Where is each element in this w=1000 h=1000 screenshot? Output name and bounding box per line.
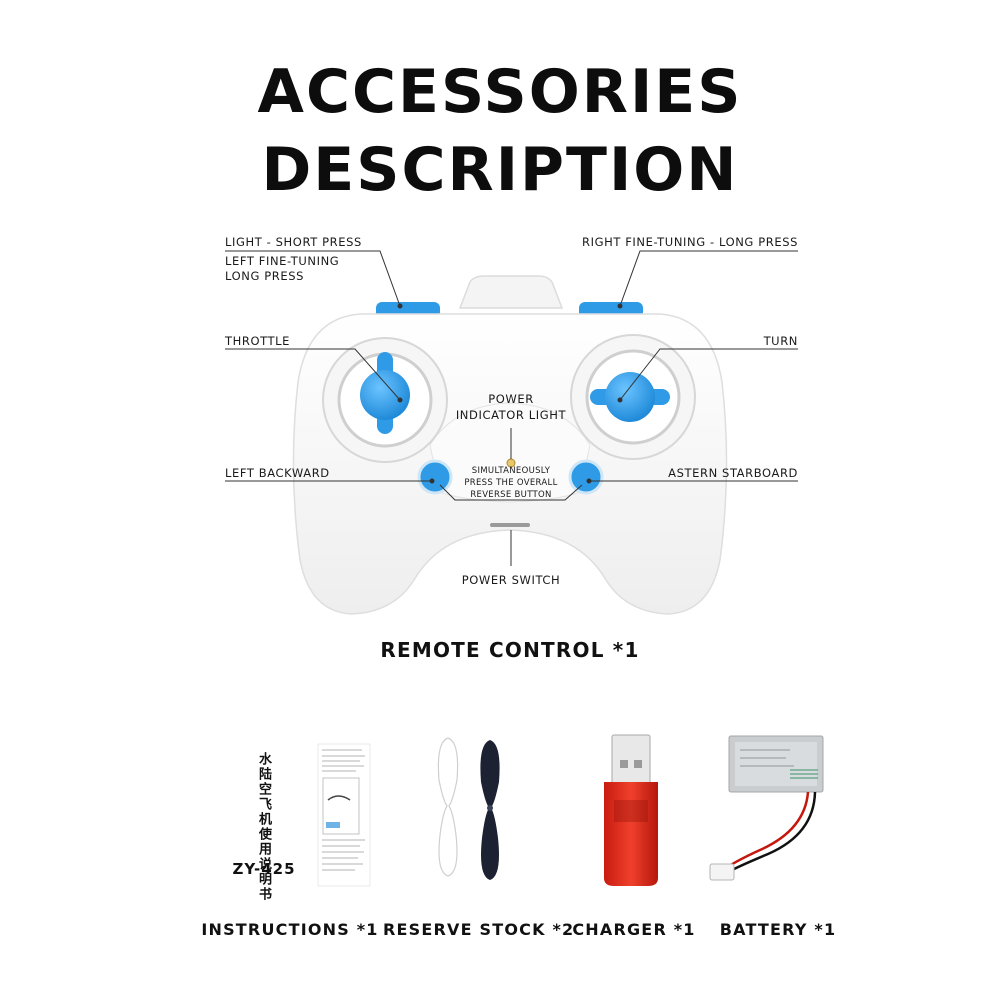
label-light-short-press: LIGHT - SHORT PRESS bbox=[225, 235, 362, 249]
manual-inner-page bbox=[317, 743, 371, 887]
lipo-battery bbox=[709, 735, 824, 881]
label-power-indicator: POWER INDICATOR LIGHT bbox=[451, 391, 571, 423]
astern-starboard-button[interactable] bbox=[568, 459, 604, 495]
label-reverse-line-1: SIMULTANEOUSLY bbox=[471, 466, 551, 476]
left-stick-knob[interactable] bbox=[360, 370, 410, 420]
remote-control bbox=[292, 275, 728, 615]
callout-lines bbox=[225, 250, 798, 566]
manual-vertical-title: 水陆空飞机使用说明书 bbox=[256, 752, 271, 902]
manual-figure-box bbox=[322, 777, 360, 835]
label-left-backward: LEFT BACKWARD bbox=[225, 466, 330, 480]
callout-left-shoulder bbox=[225, 250, 401, 307]
label-right-fine-tuning: RIGHT FINE-TUNING - LONG PRESS bbox=[581, 235, 798, 249]
caption-remote-control: REMOTE CONTROL *1 bbox=[380, 638, 640, 662]
label-throttle: THROTTLE bbox=[225, 334, 291, 348]
battery-label bbox=[735, 742, 817, 786]
usb-charger bbox=[604, 734, 658, 886]
right-stick-knob[interactable] bbox=[605, 372, 655, 422]
power-switch-slot[interactable] bbox=[490, 523, 530, 527]
label-power-switch: POWER SWITCH bbox=[461, 573, 561, 587]
battery-wire-red bbox=[725, 791, 810, 870]
label-reverse-line-2: PRESS THE OVERALL bbox=[464, 478, 558, 488]
callout-reverse-bracket bbox=[439, 484, 583, 501]
left-backward-button[interactable] bbox=[417, 459, 453, 495]
label-reverse-line-3: REVERSE BUTTON bbox=[470, 490, 552, 500]
label-left-fine-tuning: LEFT FINE-TUNING bbox=[225, 254, 340, 268]
callout-turn bbox=[619, 348, 798, 401]
callout-throttle bbox=[225, 348, 401, 401]
label-power-indicator-line-1: POWER bbox=[488, 392, 534, 406]
reserve-propellers bbox=[437, 737, 500, 880]
battery-label-lines bbox=[740, 749, 794, 767]
manual-figure-accent bbox=[326, 822, 340, 828]
caption-charger: CHARGER *1 bbox=[572, 920, 696, 939]
caption-battery: BATTERY *1 bbox=[719, 920, 837, 939]
charger-circuit bbox=[614, 800, 648, 822]
usb-plug-metal bbox=[611, 734, 651, 786]
label-reverse-button: SIMULTANEOUSLY PRESS THE OVERALL REVERSE… bbox=[451, 465, 571, 501]
instructions-manual bbox=[206, 743, 371, 888]
propeller-white bbox=[437, 737, 459, 877]
caption-reserve-stock: RESERVE STOCK *2 bbox=[383, 920, 575, 939]
battery-wire-black bbox=[731, 791, 817, 872]
manual-cover bbox=[206, 746, 320, 888]
title-line-1: ACCESSORIES bbox=[257, 57, 743, 127]
callout-right-shoulder bbox=[619, 250, 798, 307]
manual-text-lines bbox=[322, 749, 365, 871]
remote-top-handle bbox=[458, 275, 564, 309]
label-left-fine-tuning-long-press: LONG PRESS bbox=[225, 269, 305, 283]
label-astern-starboard: ASTERN STARBOARD bbox=[668, 466, 798, 480]
battery-connector bbox=[709, 863, 735, 881]
manual-model-number: ZY-425 bbox=[232, 860, 296, 878]
battery-stripes bbox=[790, 769, 818, 779]
caption-instructions: INSTRUCTIONS *1 bbox=[201, 920, 379, 939]
usb-plug-hole-left bbox=[620, 760, 628, 768]
manual-figure-sketch bbox=[327, 795, 351, 801]
charger-red-body bbox=[604, 782, 658, 886]
title-line-2: DESCRIPTION bbox=[261, 135, 739, 205]
label-power-indicator-line-2: INDICATOR LIGHT bbox=[455, 408, 567, 422]
label-turn: TURN bbox=[763, 334, 798, 348]
usb-plug-hole-right bbox=[634, 760, 642, 768]
